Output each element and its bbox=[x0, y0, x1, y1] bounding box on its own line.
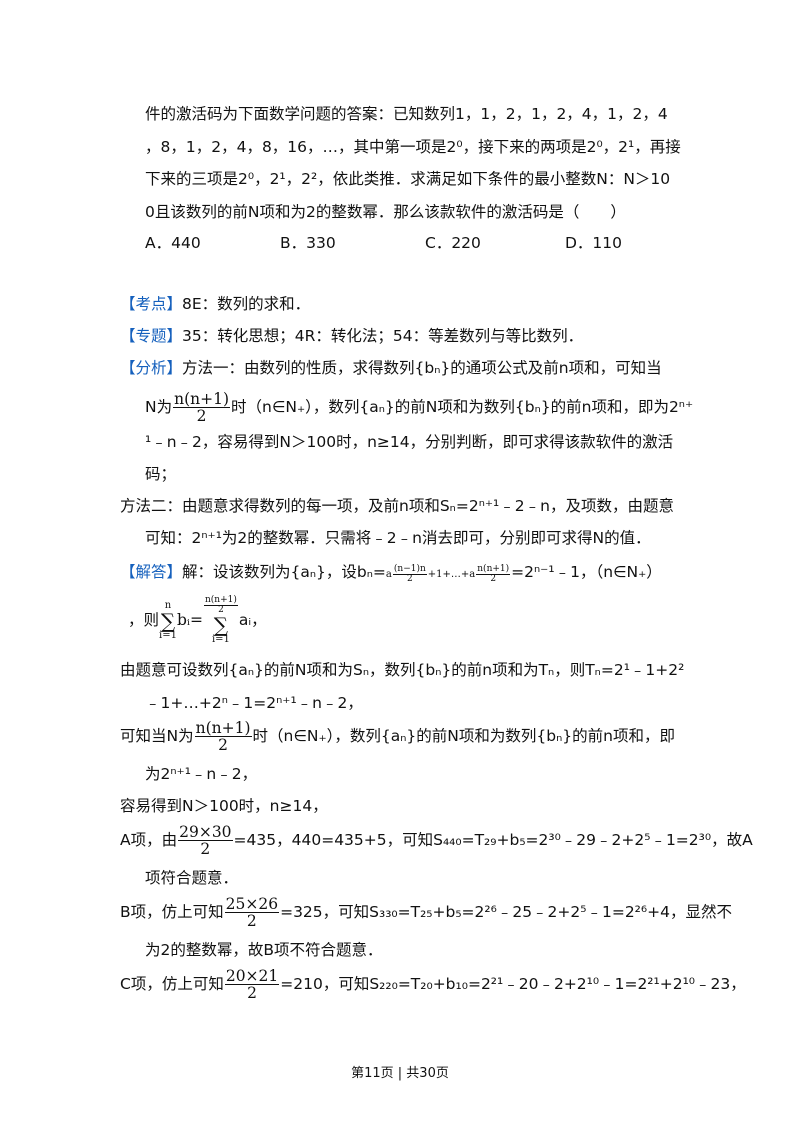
term-1-index-num: (n−1)n bbox=[392, 563, 427, 575]
option-a-conclusion: 项符合题意． bbox=[145, 869, 239, 887]
fraction-c-num: 20×21 bbox=[224, 966, 280, 985]
fenxi-line-1: 【分析】方法一：由数列的性质，求得数列{bₙ}的通项公式及前n项和，可知当 bbox=[120, 358, 662, 378]
fraction: n(n+1)2 bbox=[173, 389, 231, 425]
term-2-a: a bbox=[469, 569, 476, 580]
fraction-c-den: 2 bbox=[247, 984, 257, 1002]
fraction-2-den: 2 bbox=[218, 736, 228, 754]
kaodian-text: 8E：数列的求和． bbox=[182, 295, 311, 313]
question-line-2: ，8，1，2，4，8，16，…，其中第一项是2⁰，接下来的两项是2⁰，2¹，再接 bbox=[145, 138, 681, 156]
term-2-index-den: 2 bbox=[490, 574, 497, 584]
option-d: D．110 bbox=[565, 234, 623, 252]
option-a-text: =435，440=435+5，可知S₄₄₀=T₂₉+b₅=2³⁰﹣29﹣2+2⁵… bbox=[233, 831, 753, 849]
sigma-2-symbol: ∑ bbox=[213, 613, 229, 638]
fenxi-text-2a: N为 bbox=[145, 398, 173, 416]
jieda-line-3: 由题意可设数列{aₙ}的前N项和为Sₙ，数列{bₙ}的前n项和为Tₙ，则Tₙ=2… bbox=[120, 661, 685, 679]
term-1-index-den: 2 bbox=[406, 574, 413, 584]
b-i: bᵢ= bbox=[176, 611, 203, 629]
fraction-b-den: 2 bbox=[246, 912, 257, 930]
page-footer: 第11页 | 共30页 bbox=[351, 1066, 449, 1081]
fraction-numerator: n(n+1) bbox=[173, 389, 231, 408]
sigma-2-bottom: i=1 bbox=[211, 634, 230, 646]
option-c-text: =210，可知S₂₂₀=T₂₀+b₁₀=2²¹﹣20﹣2+2¹⁰﹣1=2²¹+2… bbox=[280, 975, 746, 993]
jieda-line-7: 容易得到N＞100时，n≥14， bbox=[120, 797, 328, 815]
jieda-line-6: 为2ⁿ⁺¹﹣n﹣2， bbox=[145, 765, 258, 783]
jieda-text-2a: ，则 bbox=[128, 611, 160, 629]
fenxi-text-1: 方法一：由数列的性质，求得数列{bₙ}的通项公式及前n项和，可知当 bbox=[182, 359, 662, 377]
kaodian-line: 【考点】8E：数列的求和． bbox=[120, 294, 310, 314]
fenxi-text-2b: 时（n∈N₊），数列{aₙ}的前N项和为数列{bₙ}的前n项和，即为2ⁿ⁺ bbox=[231, 398, 694, 416]
sigma-2-top: n(n+1)2 bbox=[204, 594, 238, 616]
sigma-1-top: n bbox=[164, 599, 172, 611]
kaodian-tag: 【考点】 bbox=[120, 295, 183, 313]
sigma-1-bottom: i=1 bbox=[159, 629, 177, 641]
option-b: B．330 bbox=[280, 234, 336, 252]
sigma-2-top-den: 2 bbox=[218, 605, 224, 615]
fraction-a-num: 29×30 bbox=[178, 822, 233, 841]
jieda-text-1b: =2ⁿ⁻¹﹣1，（n∈N₊） bbox=[511, 563, 662, 581]
fenxi-line-5: 方法二：由题意求得数列的每一项，及前n项和Sₙ=2ⁿ⁺¹﹣2﹣n，及项数，由题意 bbox=[120, 497, 674, 515]
term-1-plus: +1 bbox=[427, 569, 443, 580]
option-a-label: A项，由 bbox=[120, 831, 178, 849]
sigma-1-symbol: ∑ bbox=[160, 608, 176, 633]
jieda-text-5b: 时（n∈N₊），数列{aₙ}的前N项和为数列{bₙ}的前n项和，即 bbox=[252, 727, 675, 745]
fenxi-tag: 【分析】 bbox=[120, 359, 183, 377]
jieda-tag: 【解答】 bbox=[120, 563, 183, 581]
option-b-label: B项，仿上可知 bbox=[120, 903, 224, 921]
fenxi-line-6: 可知：2ⁿ⁺¹为2的整数幂．只需将﹣2﹣n消去即可，分别即可求得N的值． bbox=[145, 529, 651, 547]
term-2-index-num: n(n+1) bbox=[476, 563, 511, 575]
jieda-text-5a: 可知当N为 bbox=[120, 727, 194, 745]
question-line-1: 件的激活码为下面数学问题的答案：已知数列1，1，2，1，2，4，1，2，4 bbox=[145, 105, 668, 123]
fraction-denominator: 2 bbox=[196, 407, 207, 425]
fenxi-line-3: ¹﹣n﹣2，容易得到N＞100时，n≥14，分别判断，即可求得该款软件的激活 bbox=[145, 433, 674, 451]
sigma-1: n∑i=1 bbox=[159, 599, 177, 641]
term-2-index: n(n+1)2 bbox=[476, 563, 511, 585]
question-line-4: 0且该数列的前N项和为2的整数幂．那么该款软件的激活码是（ ） bbox=[145, 203, 626, 221]
a-i: aᵢ， bbox=[238, 611, 267, 629]
sigma-2: n(n+1)2∑i=1 bbox=[203, 594, 239, 646]
option-c: C．220 bbox=[425, 234, 481, 252]
fraction-2: n(n+1)2 bbox=[194, 718, 252, 754]
fraction-2-num: n(n+1) bbox=[194, 718, 252, 737]
option-b-conclusion: 为2的整数幂，故B项不符合题意． bbox=[145, 941, 383, 959]
ellipsis-sum: +…+ bbox=[442, 569, 470, 580]
fraction-b-num: 25×26 bbox=[224, 894, 280, 913]
option-c-label: C项，仿上可知 bbox=[120, 975, 224, 993]
zhuanti-text: 35：转化思想；4R：转化法；54：等差数列与等比数列． bbox=[182, 327, 584, 345]
zhuanti-line: 【专题】35：转化思想；4R：转化法；54：等差数列与等比数列． bbox=[120, 326, 583, 346]
jieda-line-4: ﹣1+…+2ⁿ﹣1=2ⁿ⁺¹﹣n﹣2， bbox=[145, 694, 363, 712]
question-line-3: 下来的三项是2⁰，2¹，2²，依此类推．求满足如下条件的最小整数N：N＞10 bbox=[145, 170, 671, 188]
fraction-a-den: 2 bbox=[200, 840, 211, 858]
fenxi-line-4: 码； bbox=[145, 465, 177, 483]
sigma-2-top-num: n(n+1) bbox=[204, 594, 238, 606]
option-b-text: =325，可知S₃₃₀=T₂₅+b₅=2²⁶﹣25﹣2+2⁵﹣1=2²⁶+4，显… bbox=[280, 903, 732, 921]
term-1-a: a bbox=[385, 569, 392, 580]
option-a: A．440 bbox=[145, 234, 201, 252]
zhuanti-tag: 【专题】 bbox=[120, 327, 183, 345]
jieda-text-1a: 解：设该数列为{aₙ}，设bₙ= bbox=[182, 563, 386, 581]
